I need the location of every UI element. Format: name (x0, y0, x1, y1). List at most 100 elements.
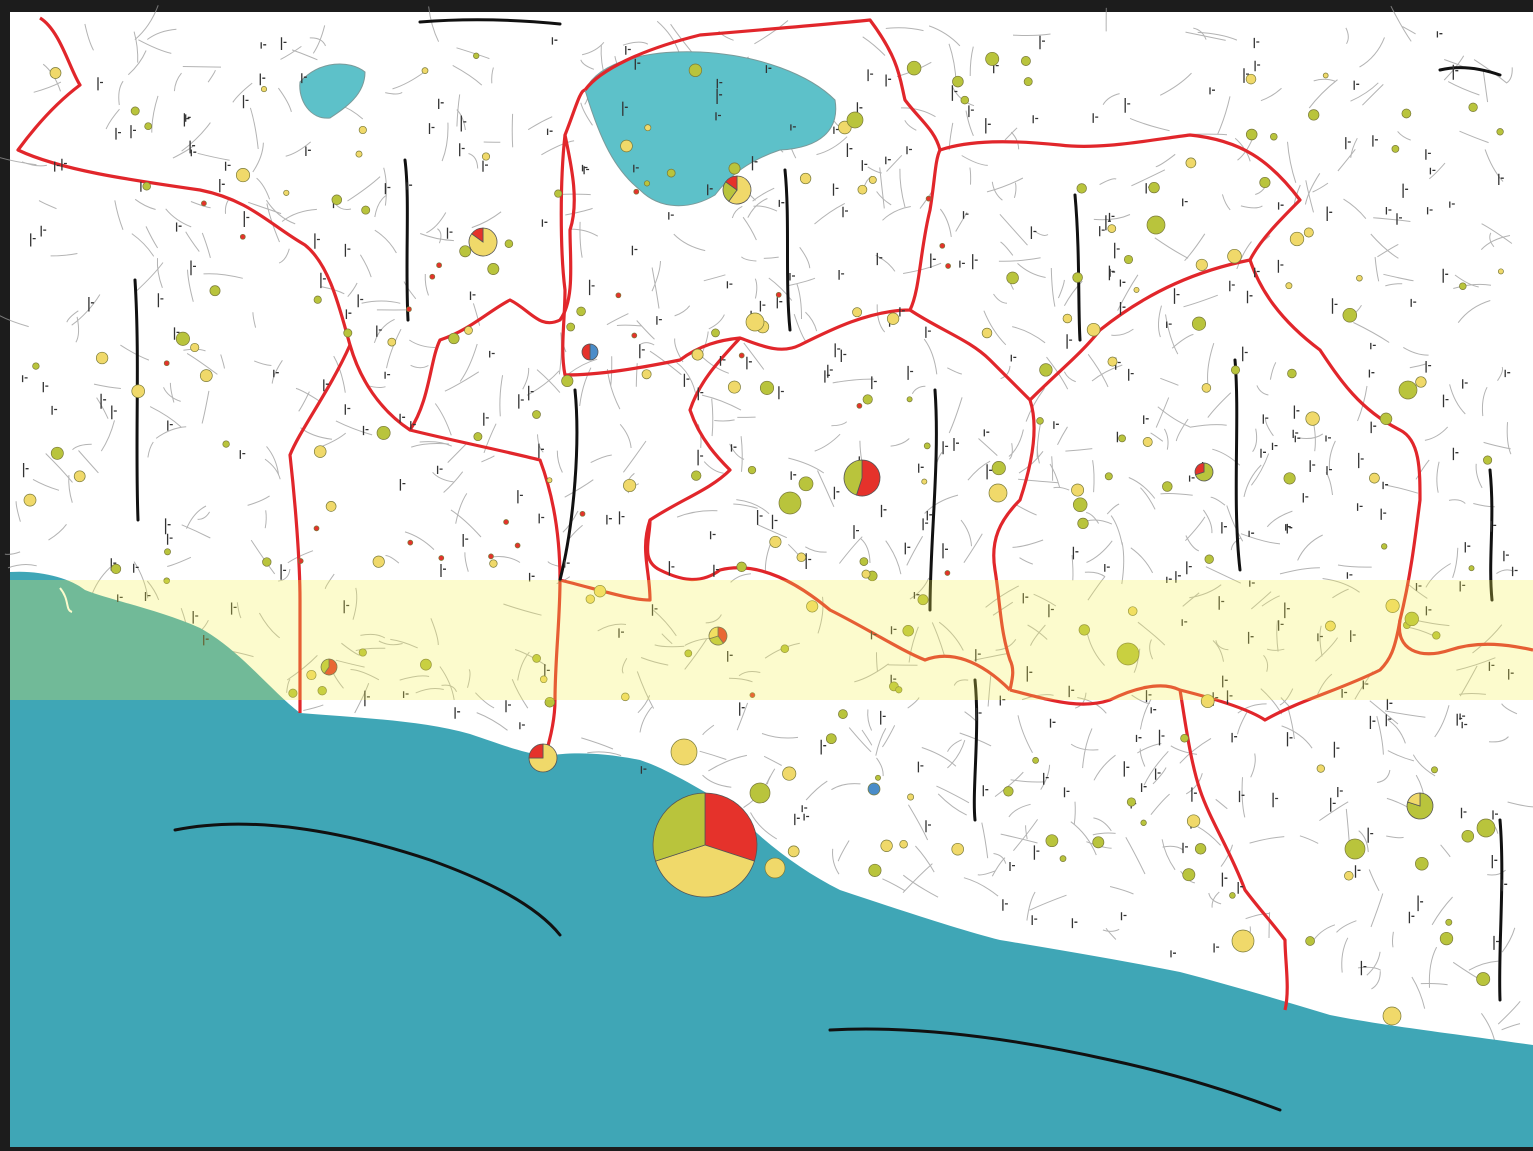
settlement-dot[interactable] (1392, 145, 1399, 152)
settlement-dot[interactable] (1108, 357, 1117, 366)
settlement-dot[interactable] (862, 570, 870, 578)
settlement-dot[interactable] (1288, 369, 1297, 378)
settlement-dot-red[interactable] (946, 264, 951, 269)
settlement-dot[interactable] (362, 206, 370, 214)
settlement-dot[interactable] (907, 397, 912, 402)
settlement-dot[interactable] (992, 461, 1005, 474)
settlement-dot[interactable] (284, 190, 289, 195)
settlement-dot[interactable] (1093, 837, 1104, 848)
settlement-dot-large[interactable] (671, 739, 697, 765)
settlement-dot[interactable] (1162, 482, 1172, 492)
settlement-dot[interactable] (826, 734, 836, 744)
settlement-dot[interactable] (952, 843, 964, 855)
settlement-dot[interactable] (261, 86, 266, 91)
settlement-dot[interactable] (728, 381, 740, 393)
settlement-dot-red[interactable] (776, 292, 781, 297)
settlement-dot[interactable] (145, 123, 152, 130)
settlement-dot[interactable] (490, 560, 498, 568)
settlement-dot-large[interactable] (989, 484, 1007, 502)
settlement-dot[interactable] (621, 140, 633, 152)
settlement-dot[interactable] (1323, 73, 1328, 78)
settlement-dot[interactable] (1381, 544, 1387, 550)
settlement-dot[interactable] (533, 411, 541, 419)
settlement-dot[interactable] (1024, 78, 1032, 86)
pie-symbol-lake[interactable] (723, 176, 751, 204)
settlement-dot[interactable] (473, 53, 479, 59)
settlement-dot-large[interactable] (1345, 839, 1365, 859)
settlement-dot[interactable] (1060, 856, 1066, 862)
settlement-dot[interactable] (460, 246, 471, 257)
settlement-dot[interactable] (1306, 937, 1315, 946)
settlement-dot[interactable] (263, 558, 272, 567)
settlement-dot[interactable] (373, 556, 384, 567)
settlement-dot[interactable] (388, 338, 396, 346)
settlement-dot[interactable] (953, 76, 964, 87)
settlement-dot[interactable] (577, 307, 586, 316)
pie-symbol-central[interactable] (844, 460, 880, 496)
settlement-dot[interactable] (908, 794, 914, 800)
settlement-dot-red[interactable] (437, 263, 442, 268)
settlement-dot-large[interactable] (1399, 381, 1417, 399)
settlement-dot[interactable] (1119, 435, 1126, 442)
settlement-dot[interactable] (1073, 273, 1083, 283)
settlement-dot-large[interactable] (847, 112, 863, 128)
settlement-dot[interactable] (712, 329, 720, 337)
settlement-dot[interactable] (1357, 275, 1363, 281)
settlement-dot-red[interactable] (945, 571, 950, 576)
settlement-dot-large[interactable] (1477, 819, 1495, 837)
settlement-dot[interactable] (1469, 566, 1474, 571)
settlement-dot[interactable] (474, 433, 482, 441)
settlement-dot[interactable] (74, 471, 85, 482)
settlement-dot[interactable] (1477, 973, 1490, 986)
settlement-dot-red[interactable] (515, 543, 520, 548)
settlement-dot[interactable] (1431, 767, 1437, 773)
settlement-dot[interactable] (1124, 255, 1132, 263)
settlement-dot[interactable] (1380, 413, 1392, 425)
settlement-dot[interactable] (547, 478, 552, 483)
settlement-dot[interactable] (356, 151, 362, 157)
settlement-dot-red[interactable] (940, 243, 945, 248)
settlement-dot[interactable] (1143, 437, 1152, 446)
settlement-dot[interactable] (465, 326, 473, 334)
settlement-dot[interactable] (449, 333, 460, 344)
settlement-dot[interactable] (667, 169, 675, 177)
settlement-dot[interactable] (1202, 384, 1211, 393)
settlement-dot[interactable] (131, 107, 139, 115)
settlement-dot[interactable] (1344, 871, 1353, 880)
settlement-dot-red[interactable] (616, 293, 621, 298)
settlement-dot-large[interactable] (746, 313, 764, 331)
settlement-dot[interactable] (1087, 323, 1100, 336)
settlement-dot[interactable] (1007, 272, 1019, 284)
settlement-dot[interactable] (1402, 109, 1411, 118)
settlement-dot[interactable] (1231, 366, 1239, 374)
settlement-dot[interactable] (642, 370, 651, 379)
settlement-dot[interactable] (644, 181, 649, 186)
settlement-dot[interactable] (1290, 232, 1304, 246)
settlement-dot[interactable] (1246, 74, 1256, 84)
settlement-dot-red[interactable] (634, 189, 639, 194)
settlement-dot[interactable] (853, 308, 862, 317)
settlement-dot[interactable] (1187, 815, 1200, 828)
settlement-dot-red[interactable] (926, 196, 931, 201)
settlement-dot[interactable] (1063, 314, 1072, 323)
settlement-dot[interactable] (1181, 734, 1189, 742)
settlement-dot[interactable] (1033, 757, 1039, 763)
settlement-dot[interactable] (326, 501, 336, 511)
settlement-dot[interactable] (1260, 177, 1270, 187)
settlement-dot-red[interactable] (408, 540, 413, 545)
settlement-dot[interactable] (623, 479, 635, 491)
settlement-dot-red[interactable] (580, 511, 585, 516)
settlement-dot[interactable] (1108, 225, 1116, 233)
settlement-dot[interactable] (164, 549, 170, 555)
settlement-dot[interactable] (1127, 798, 1135, 806)
settlement-dot-large[interactable] (1383, 1007, 1401, 1025)
settlement-dot[interactable] (1459, 283, 1466, 290)
settlement-dot[interactable] (1284, 473, 1295, 484)
settlement-dot[interactable] (1149, 182, 1160, 193)
settlement-dot[interactable] (924, 443, 930, 449)
settlement-dot[interactable] (797, 553, 806, 562)
settlement-dot[interactable] (567, 323, 575, 331)
settlement-dot[interactable] (1416, 377, 1427, 388)
settlement-dot[interactable] (1317, 765, 1325, 773)
